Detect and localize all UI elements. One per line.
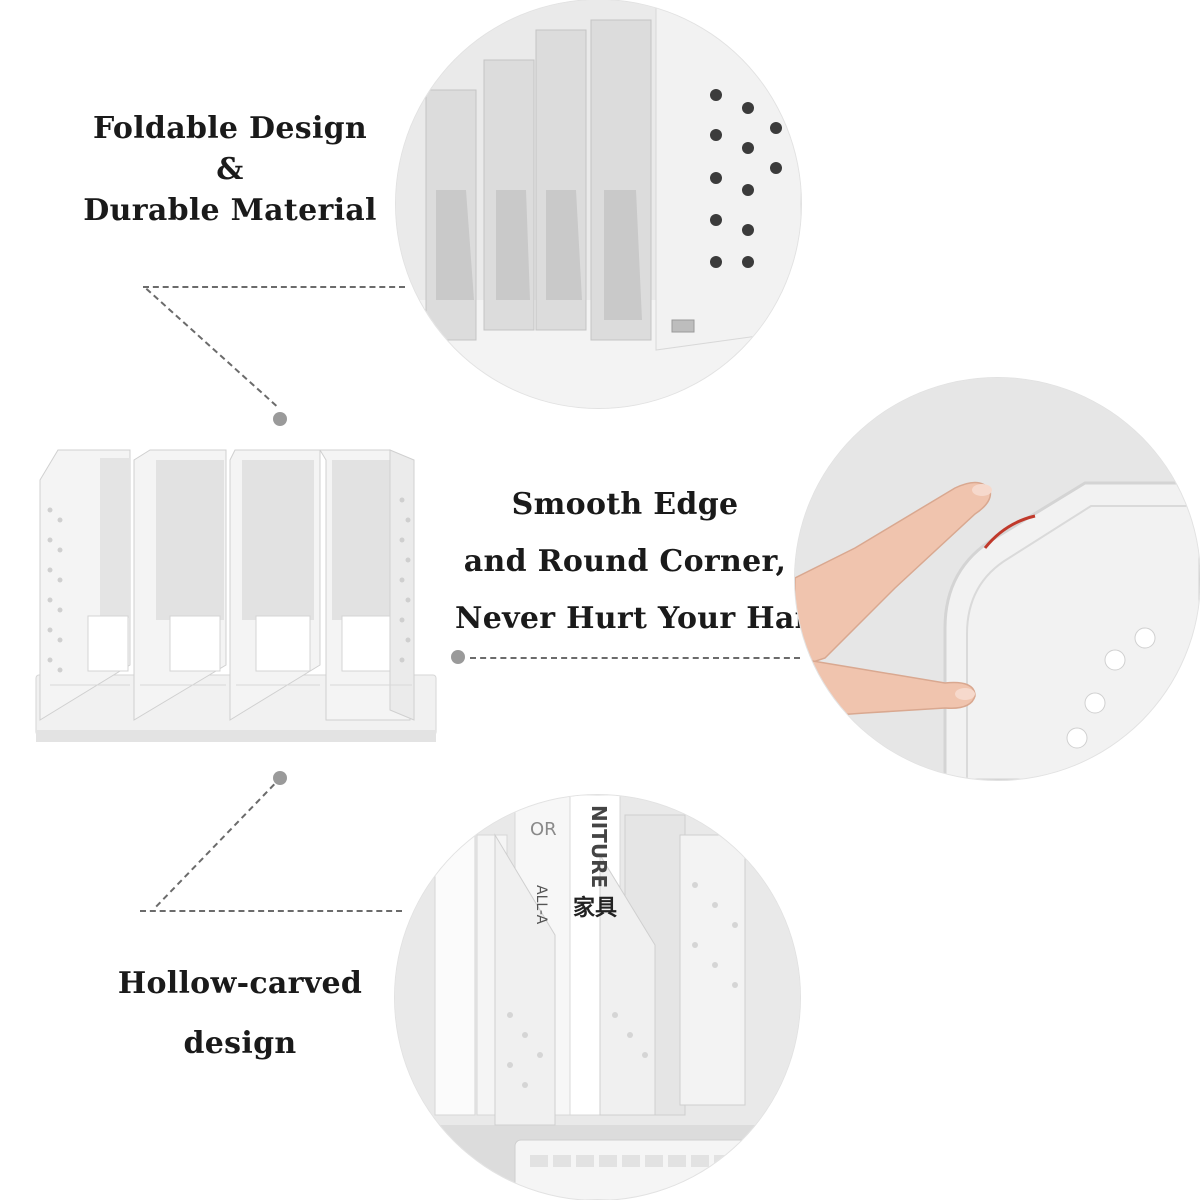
hole-dots	[710, 89, 782, 268]
file-slot	[229, 449, 321, 721]
caption-line: design	[183, 1026, 297, 1061]
connector-dot-bottom	[273, 771, 287, 785]
photo-hollow-carved: OR NITURE ALL-A 家具	[395, 795, 800, 1200]
connector-line-top-horizontal	[143, 286, 405, 288]
caption-line: Foldable Design	[92, 111, 368, 146]
connector-line-bottom-diagonal	[155, 783, 275, 908]
file-holder-illustration	[35, 449, 437, 742]
book-letters: OR	[530, 819, 557, 840]
caption-foldable-design: Foldable Design & Durable Material	[70, 108, 390, 231]
caption-line: &	[216, 152, 244, 187]
file-holder-product-image	[30, 440, 440, 750]
book-spine-title: NITURE	[587, 805, 611, 888]
connector-line-top-diagonal	[145, 288, 278, 407]
file-slot	[133, 449, 227, 721]
connector-line-middle	[470, 657, 800, 659]
photo-folding-panels	[396, 0, 801, 408]
caption-hollow-carved: Hollow-carved design	[90, 954, 390, 1074]
photo-smooth-edge	[795, 378, 1200, 780]
book-side-title: ALL-A	[533, 885, 549, 925]
perforation-dots	[47, 497, 411, 673]
finger-touching-edge-icon	[795, 378, 1200, 780]
caption-smooth-edge: Smooth Edge and Round Corner, Never Hurt…	[455, 476, 838, 647]
organizer-with-books-icon: OR NITURE ALL-A 家具	[395, 795, 800, 1200]
file-slot	[39, 449, 131, 721]
connector-dot-top	[273, 412, 287, 426]
connector-dot-middle	[451, 650, 465, 664]
caption-line: Durable Material	[83, 193, 377, 228]
caption-line: and Round Corner,	[463, 544, 787, 579]
caption-line: Hollow-carved	[117, 966, 363, 1001]
book-cjk-title: 家具	[573, 895, 617, 921]
caption-line: Never Hurt Your Hand	[455, 601, 838, 636]
file-slot	[319, 449, 415, 721]
folding-panels-icon	[396, 0, 801, 408]
connector-line-bottom-horizontal	[140, 910, 402, 912]
caption-line: Smooth Edge	[511, 487, 739, 522]
